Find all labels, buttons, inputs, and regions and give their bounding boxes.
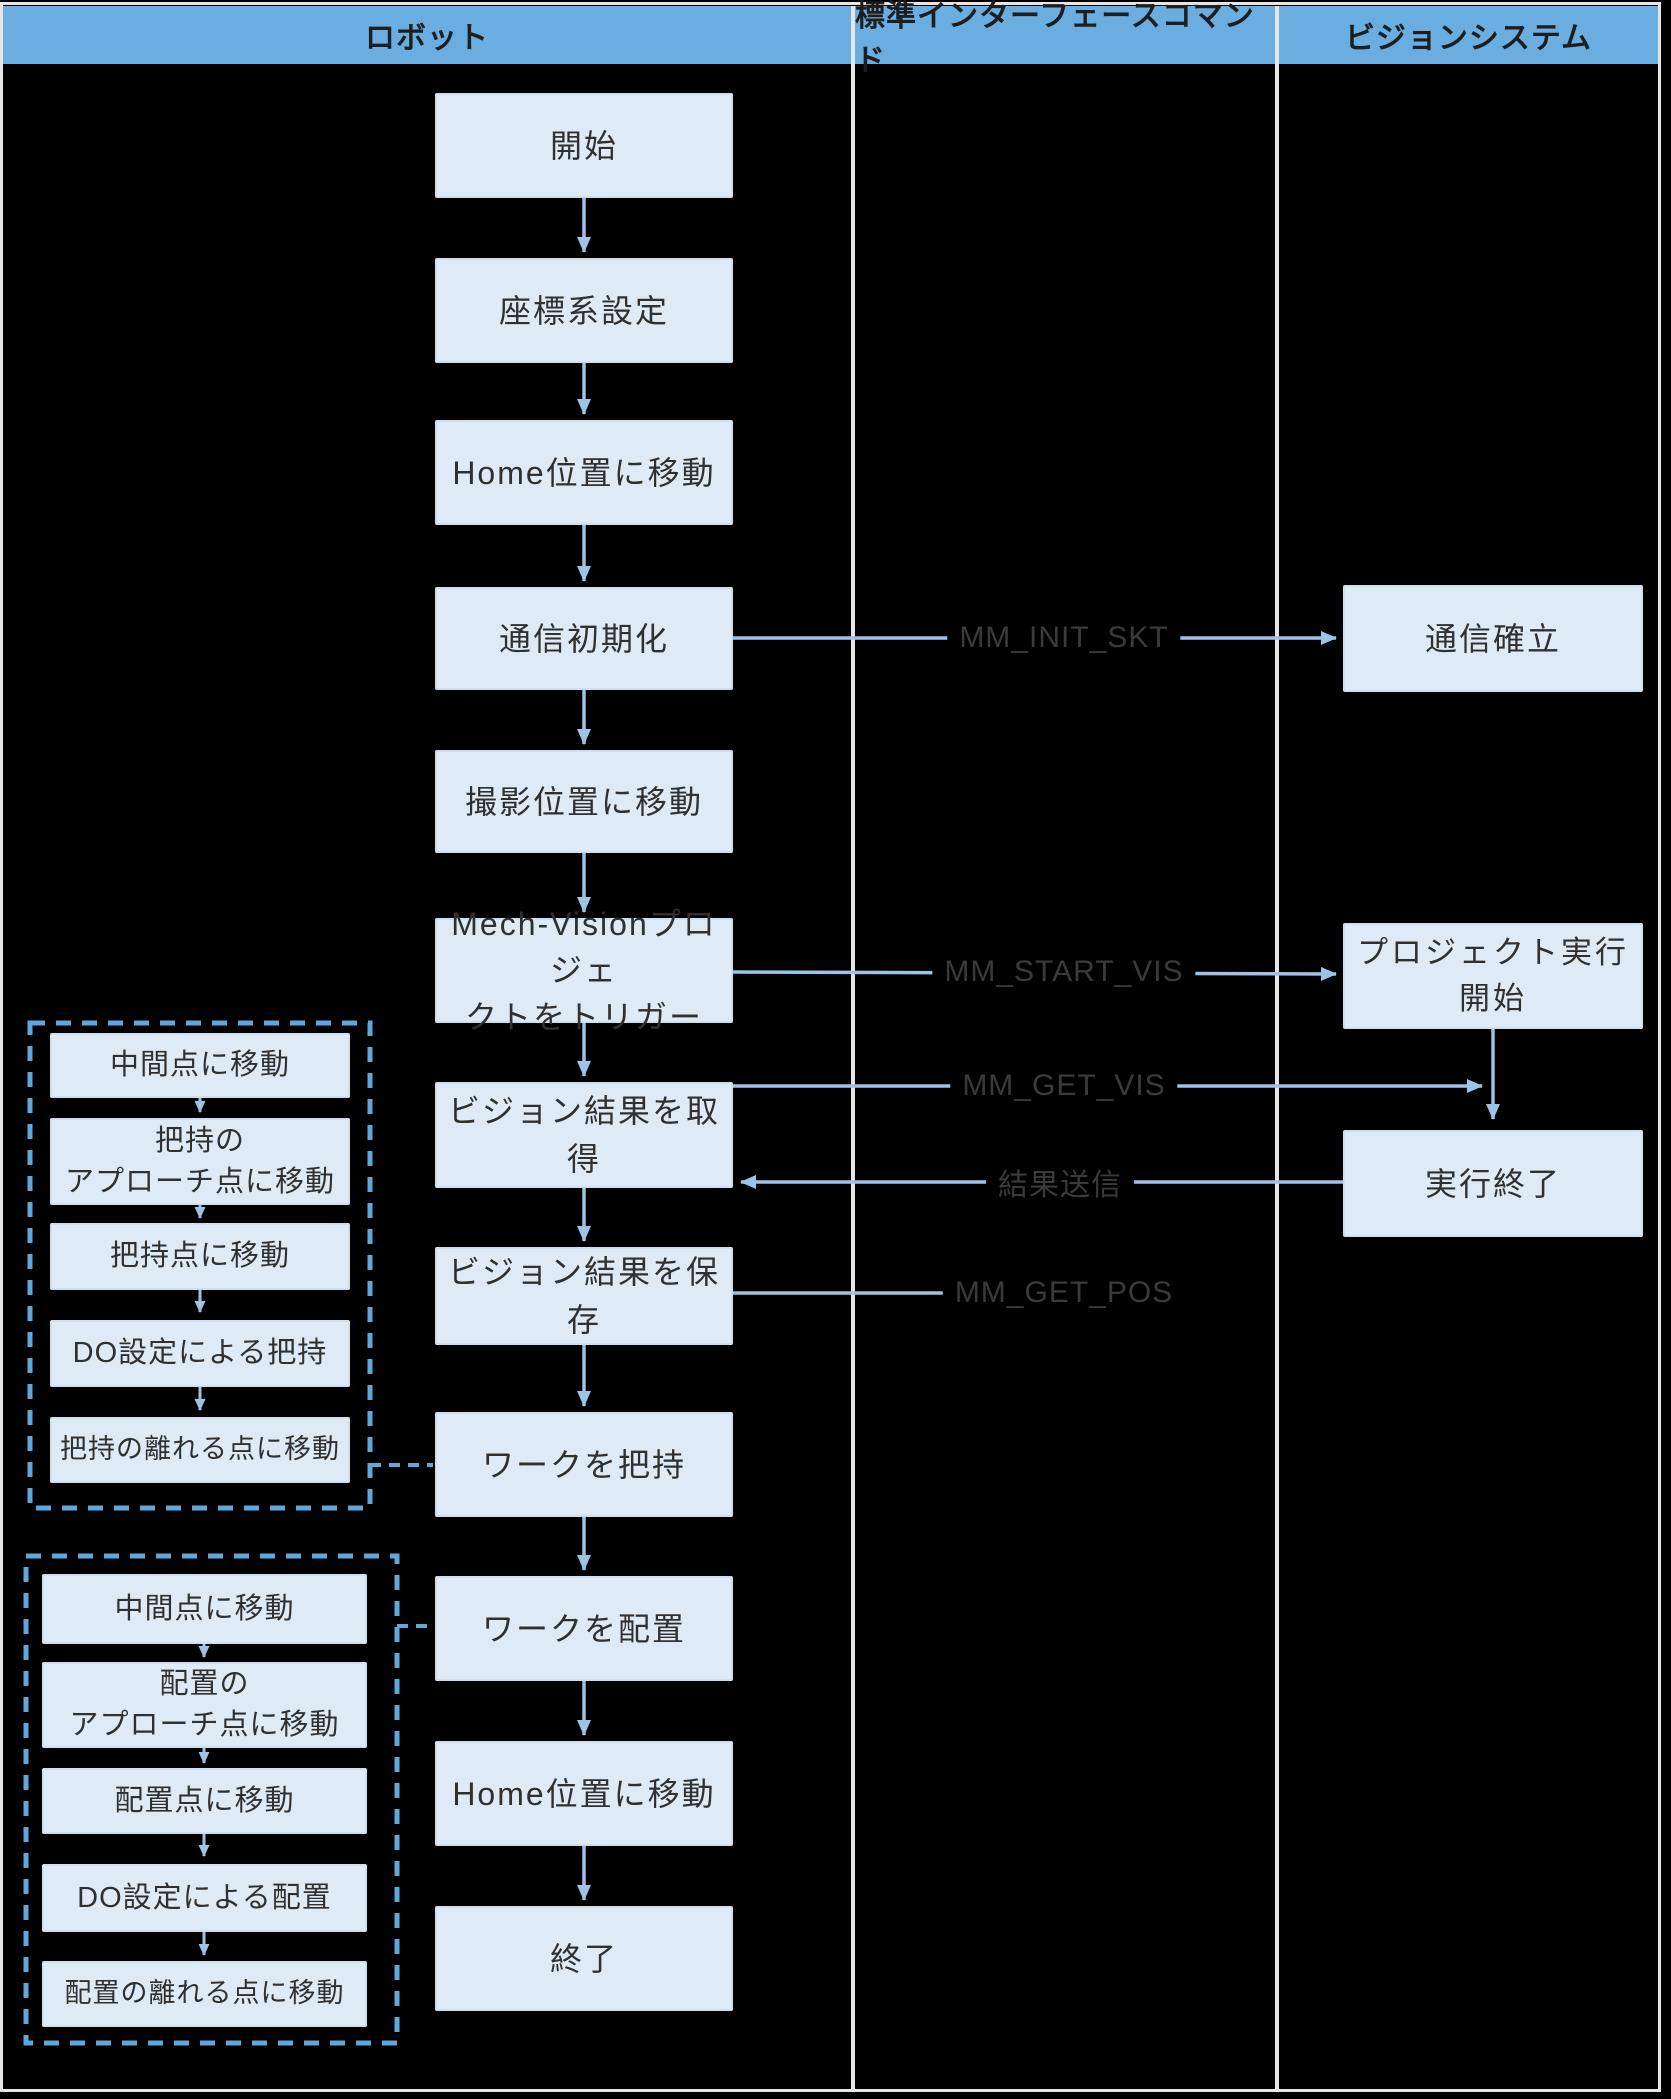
flow-node-save-vision-result: ビジョン結果を保存 xyxy=(435,1247,733,1345)
flow-node-coordinate-setup: 座標系設定 xyxy=(435,258,733,363)
pick-step-do-grip: DO設定による把持 xyxy=(50,1320,350,1387)
command-label-send-result-text: 結果送信 xyxy=(998,1169,1122,1202)
flow-node-start: 開始 xyxy=(435,93,733,198)
flow-node-move-home-2-label: Home位置に移動 xyxy=(452,1775,716,1812)
pick-step-move-intermediate: 中間点に移動 xyxy=(50,1033,350,1098)
pick-step-move-pick-point-label: 把持点に移動 xyxy=(109,1240,290,1273)
flow-node-end-label: 終了 xyxy=(549,1940,618,1977)
flow-node-get-vision-result: ビジョン結果を取得 xyxy=(435,1082,733,1188)
flow-node-move-capture-position: 撮影位置に移動 xyxy=(435,750,733,853)
lane-header-vision-system: ビジョンシステム xyxy=(1279,6,1658,64)
place-step-move-place-point-label: 配置点に移動 xyxy=(114,1784,295,1817)
place-step-do-release-label: DO設定による配置 xyxy=(77,1881,332,1914)
pick-step-move-intermediate-label: 中間点に移動 xyxy=(109,1049,290,1082)
flow-node-place-workpiece: ワークを配置 xyxy=(435,1576,733,1681)
pick-step-do-grip-label: DO設定による把持 xyxy=(72,1337,328,1370)
flow-node-comm-init-label: 通信初期化 xyxy=(498,620,669,657)
vision-node-project-run-start: プロジェクト実行開始 xyxy=(1343,923,1643,1029)
vision-node-run-finished: 実行終了 xyxy=(1343,1130,1643,1237)
place-step-move-approach-label: 配置の アプローチ点に移動 xyxy=(69,1668,340,1741)
flow-node-move-capture-position-label: 撮影位置に移動 xyxy=(464,783,703,820)
place-step-do-release: DO設定による配置 xyxy=(42,1864,367,1932)
flow-node-move-home-1: Home位置に移動 xyxy=(435,420,733,525)
lane-divider-1 xyxy=(851,6,855,2089)
flow-node-get-vision-result-label: ビジョン結果を取得 xyxy=(447,1093,720,1177)
command-label-mm-start-vis-text: MM_START_VIS xyxy=(944,955,1184,988)
flow-node-place-workpiece-label: ワークを配置 xyxy=(481,1610,686,1647)
command-label-mm-get-vis-text: MM_GET_VIS xyxy=(962,1069,1166,1102)
flow-node-end: 終了 xyxy=(435,1906,733,2011)
flow-node-trigger-mech-vision-label: Mech-Visionプロジェ クトをトリガー xyxy=(451,905,717,1035)
flow-node-move-home-1-label: Home位置に移動 xyxy=(452,454,716,491)
command-label-mm-start-vis: MM_START_VIS xyxy=(932,953,1196,991)
vision-node-comm-established: 通信確立 xyxy=(1343,585,1643,692)
pick-step-move-approach-label: 把持の アプローチ点に移動 xyxy=(64,1124,335,1198)
lane-header-interface-commands-label: 標準インターフェースコマンド xyxy=(855,0,1255,77)
place-step-move-place-point: 配置点に移動 xyxy=(42,1768,367,1834)
flow-node-coordinate-setup-label: 座標系設定 xyxy=(498,292,669,329)
command-label-mm-get-pos: MM_GET_POS xyxy=(942,1274,1186,1312)
command-label-mm-init-skt: MM_INIT_SKT xyxy=(947,619,1181,657)
command-label-send-result: 結果送信 xyxy=(986,1158,1134,1206)
place-step-move-intermediate: 中間点に移動 xyxy=(42,1574,367,1644)
pick-step-move-depart: 把持の離れる点に移動 xyxy=(50,1417,350,1483)
command-label-mm-get-pos-text: MM_GET_POS xyxy=(954,1276,1174,1309)
vision-node-run-finished-label: 実行終了 xyxy=(1424,1165,1561,1202)
lane-header-interface-commands: 標準インターフェースコマンド xyxy=(855,0,1275,77)
pick-step-move-depart-label: 把持の離れる点に移動 xyxy=(60,1434,340,1465)
flow-node-save-vision-result-label: ビジョン結果を保存 xyxy=(447,1254,720,1338)
pick-step-move-approach: 把持の アプローチ点に移動 xyxy=(50,1118,350,1205)
vision-node-comm-established-label: 通信確立 xyxy=(1424,620,1561,657)
flow-node-trigger-mech-vision: Mech-Visionプロジェ クトをトリガー xyxy=(435,906,733,1035)
command-label-mm-get-vis: MM_GET_VIS xyxy=(950,1067,1178,1105)
place-step-move-depart-label: 配置の離れる点に移動 xyxy=(64,1978,345,2009)
place-step-move-intermediate-label: 中間点に移動 xyxy=(114,1592,295,1625)
place-step-move-depart: 配置の離れる点に移動 xyxy=(42,1961,367,2027)
flow-node-move-home-2: Home位置に移動 xyxy=(435,1741,733,1846)
pick-step-move-pick-point: 把持点に移動 xyxy=(50,1223,350,1290)
vision-node-project-run-start-label: プロジェクト実行開始 xyxy=(1357,934,1629,1017)
command-label-mm-init-skt-text: MM_INIT_SKT xyxy=(959,621,1169,654)
lane-header-robot-label: ロボット xyxy=(365,22,489,55)
flow-node-start-label: 開始 xyxy=(549,127,618,164)
lane-divider-2 xyxy=(1275,6,1279,2089)
flow-node-comm-init: 通信初期化 xyxy=(435,587,733,690)
lane-header-robot: ロボット xyxy=(3,6,851,64)
flow-node-pick-workpiece: ワークを把持 xyxy=(435,1412,733,1517)
flow-node-pick-workpiece-label: ワークを把持 xyxy=(481,1446,686,1483)
lane-header-vision-system-label: ビジョンシステム xyxy=(1344,22,1593,55)
place-step-move-approach: 配置の アプローチ点に移動 xyxy=(42,1662,367,1748)
